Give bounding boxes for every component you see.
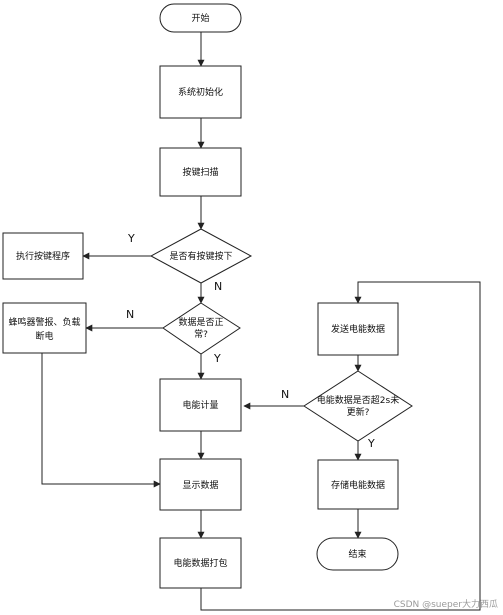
node-store-label: 存储电能数据 [331, 479, 385, 491]
node-start-label: 开始 [191, 12, 209, 24]
node-scan-label: 按键扫描 [182, 166, 218, 178]
node-key-pressed-label: 是否有按键按下 [169, 250, 232, 262]
node-send-label: 发送电能数据 [331, 323, 385, 335]
node-display-label: 显示数据 [182, 479, 218, 491]
edge-label-over-yes: Y [367, 437, 375, 450]
node-display: 显示数据 [159, 458, 242, 511]
node-pack-label: 电能数据打包 [173, 557, 227, 569]
edge-pack-send [200, 281, 481, 611]
node-over2s: 电能数据是否超2s未 更新? [303, 370, 413, 442]
node-over2s-label-1: 电能数据是否超2s未 [317, 394, 399, 406]
edge-label-key-no: N [214, 280, 222, 293]
node-over2s-label-2: 更新? [347, 406, 370, 418]
node-energy-meter: 电能计量 [159, 378, 242, 432]
node-alarm-label-2: 断电 [35, 330, 53, 342]
node-scan: 按键扫描 [159, 147, 242, 197]
node-init-label: 系统初始化 [178, 86, 223, 98]
node-start: 开始 [159, 3, 242, 33]
node-data-normal-label-2: 常? [194, 328, 208, 340]
node-pack: 电能数据打包 [159, 537, 242, 589]
edge-label-over-no: N [281, 388, 289, 401]
node-send: 发送电能数据 [317, 302, 399, 356]
node-end: 结束 [316, 537, 399, 571]
edge-label-data-no: N [126, 308, 134, 321]
node-store: 存储电能数据 [317, 459, 399, 510]
watermark-text: CSDN @sueper大力西瓜 [394, 598, 498, 610]
edges [41, 32, 481, 611]
node-alarm: 蜂鸣器警报、负载 断电 [2, 302, 87, 354]
node-data-normal-label-1: 数据是否正 [178, 316, 223, 328]
node-key-pressed: 是否有按键按下 [149, 228, 253, 284]
edge-label-data-yes: Y [213, 352, 221, 365]
node-energy-meter-label: 电能计量 [182, 399, 218, 411]
node-exec-key-label: 执行按键程序 [16, 250, 70, 262]
node-end-label: 结束 [348, 548, 366, 560]
node-data-normal: 数据是否正 常? [162, 302, 241, 355]
node-exec-key: 执行按键程序 [2, 232, 84, 280]
node-alarm-label-1: 蜂鸣器警报、负载 [8, 316, 80, 328]
edge-label-key-yes: Y [127, 232, 135, 245]
edge-alarm-display [41, 353, 161, 488]
node-init: 系统初始化 [159, 65, 242, 119]
